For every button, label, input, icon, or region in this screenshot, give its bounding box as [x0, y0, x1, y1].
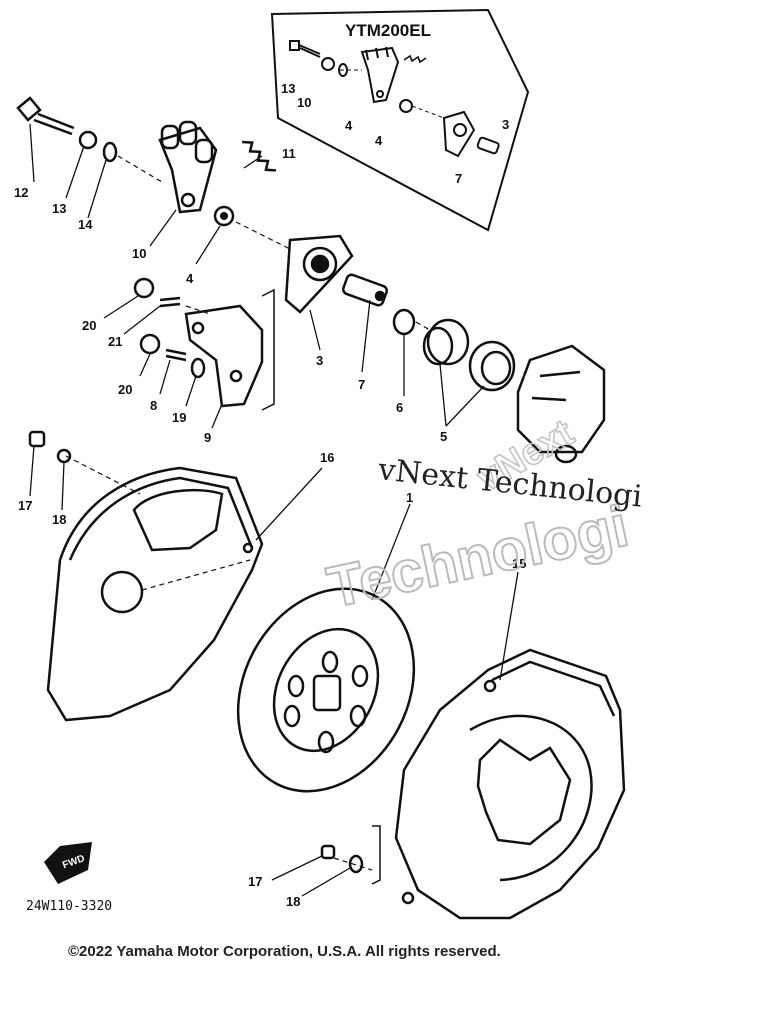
cup-5 — [422, 318, 516, 392]
washer-19 — [190, 357, 206, 379]
washer-14 — [102, 141, 118, 163]
inset-title: YTM200EL — [345, 21, 431, 40]
inset-plate-3 — [442, 110, 476, 158]
housing — [516, 344, 606, 464]
plate-3 — [284, 234, 354, 314]
nut-20a — [133, 277, 155, 299]
spring-11 — [242, 140, 276, 172]
label-inset-4b: 3 — [502, 117, 509, 132]
label-17b: 17 — [248, 874, 262, 889]
bracket-10 — [158, 120, 218, 214]
label-11: 11 — [282, 146, 296, 161]
label-inset-12: 13 — [281, 81, 295, 96]
label-17a: 17 — [18, 498, 32, 513]
label-14: 14 — [78, 217, 93, 232]
label-inset-10: 4 — [345, 118, 353, 133]
nut-20b — [139, 333, 161, 355]
disc-1 — [236, 587, 416, 793]
backplate-15 — [394, 648, 626, 920]
label-20a: 20 — [82, 318, 96, 333]
bolt-12 — [16, 96, 75, 136]
inset-nut-4 — [399, 99, 413, 113]
inset-switch-7 — [476, 136, 500, 155]
label-12: 12 — [14, 185, 28, 200]
fwd-arrow-icon: FWD — [44, 842, 92, 884]
label-4: 4 — [186, 271, 194, 286]
watermark-line2: Technologi — [322, 493, 634, 620]
bracket-9 — [184, 304, 264, 408]
part-number: 24W110-3320 — [26, 899, 112, 914]
nut-13 — [78, 130, 98, 150]
label-21: 21 — [108, 334, 122, 349]
label-13: 13 — [52, 201, 66, 216]
copyright-text: ©2022 Yamaha Motor Corporation, U.S.A. A… — [68, 943, 501, 960]
label-18b: 18 — [286, 894, 300, 909]
inset-bolt-12 — [289, 40, 321, 58]
label-inset-4a: 4 — [375, 133, 383, 148]
label-3: 3 — [316, 353, 323, 368]
inset-spring — [403, 54, 427, 64]
nut-4 — [213, 205, 235, 227]
label-6: 6 — [396, 400, 403, 415]
label-15: 15 — [512, 556, 526, 571]
label-16: 16 — [320, 450, 334, 465]
label-1: 1 — [406, 490, 413, 505]
label-10: 10 — [132, 246, 146, 261]
inset-bracket-10 — [360, 46, 400, 104]
label-20b: 20 — [118, 382, 132, 397]
bolt-21 — [159, 296, 181, 308]
switch-7 — [342, 273, 388, 307]
label-inset-3: 7 — [455, 171, 462, 186]
washer-18b — [348, 854, 364, 874]
bolt-8 — [165, 348, 187, 362]
label-19: 19 — [172, 410, 186, 425]
label-8: 8 — [150, 398, 157, 413]
label-inset-13: 10 — [297, 95, 311, 110]
bolt-17a — [28, 430, 46, 448]
cover-16 — [46, 466, 264, 722]
bolt-17b — [320, 844, 336, 860]
label-5: 5 — [440, 429, 447, 444]
inset-box — [270, 8, 530, 232]
washer-18a — [56, 448, 72, 464]
label-9: 9 — [204, 430, 211, 445]
label-18a: 18 — [52, 512, 66, 527]
pin-6 — [392, 308, 416, 336]
inset-nut-13 — [321, 57, 335, 71]
label-7: 7 — [358, 377, 365, 392]
